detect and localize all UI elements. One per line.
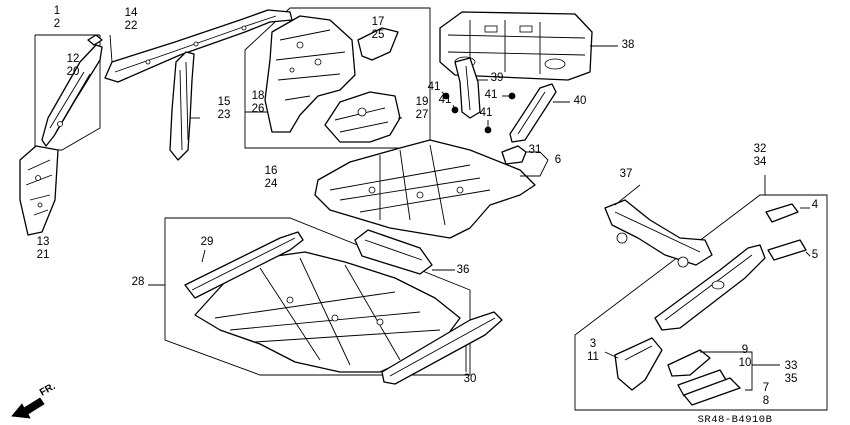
front-direction-indicator: FR. [11, 381, 58, 419]
frame-wheelhouse-group [244, 7, 431, 149]
callout-c-9-10-line-0: 9 [742, 344, 748, 356]
part-bracket-31 [501, 145, 527, 165]
leader-lines [109, 34, 811, 391]
part-bracket-3-11 [614, 337, 663, 391]
part-bracket-5 [767, 239, 807, 261]
callout-c-3-11-line-0: 3 [590, 338, 596, 350]
callout-c-15-23-line-1: 23 [218, 109, 231, 121]
callout-c-32-34-line-0: 32 [754, 143, 767, 155]
callout-c-41-c-line-0: 41 [485, 89, 498, 101]
part-brace-39 [454, 57, 481, 119]
callout-c-39-line-0: 39 [491, 72, 504, 84]
callout-c-7-8-line-1: 8 [763, 395, 769, 407]
callout-c-17-25-line-1: 25 [372, 29, 385, 41]
callout-c-19-27-line-1: 27 [416, 109, 429, 121]
callout-c-15-23-line-0: 15 [218, 96, 231, 108]
callout-c-31-line-0: 31 [529, 144, 542, 156]
part-front-pillar [41, 34, 103, 147]
callout-c-41-b-line-0: 41 [439, 94, 452, 106]
frame-rear-frame-group [574, 194, 828, 411]
frame-floor-group [164, 217, 471, 376]
callout-c-18-26-line-0: 18 [252, 90, 265, 102]
callout-c-36-line-0: 36 [457, 264, 470, 276]
callout-c-30-line-0: 30 [464, 373, 477, 385]
callout-c-3-11-line-1: 11 [587, 351, 599, 363]
callout-c-13-21-line-0: 13 [37, 236, 50, 248]
callout-c-14-22-line-0: 14 [125, 7, 138, 19]
front-arrow-icon [11, 397, 45, 419]
part-lower-front-pillar [19, 145, 59, 236]
part-bracket-9-10 [667, 349, 711, 377]
group-frames [34, 7, 828, 411]
callout-c-29-line-0: 29 [201, 236, 214, 248]
callout-c-17-25-line-0: 17 [372, 16, 385, 28]
callout-c-9-10-line-1: 10 [739, 357, 752, 369]
callout-c-7-8-line-0: 7 [763, 382, 769, 394]
callout-c-14-22-line-1: 22 [125, 20, 138, 32]
callout-c-1-2-line-0: 1 [54, 5, 60, 17]
callout-c-40-line-0: 40 [574, 95, 587, 107]
callout-c-41-a-line-0: 41 [428, 81, 441, 93]
callout-c-37-line-0: 37 [620, 168, 633, 180]
direction-label: FR. [38, 381, 58, 399]
callout-c-1-2-line-1: 2 [54, 18, 60, 30]
callout-c-12-20-line-0: 12 [67, 53, 80, 65]
drawing-code: SR48-B4910B [698, 414, 773, 425]
callout-c-16-24-line-1: 24 [265, 178, 278, 190]
callout-c-13-21-line-1: 21 [37, 249, 50, 261]
part-crossmember-36 [354, 229, 433, 275]
part-bracket-33-35 [683, 377, 741, 406]
part-bracket-4 [765, 203, 799, 223]
callout-c-41-d-line-0: 41 [480, 107, 493, 119]
callout-c-19-27-line-0: 19 [416, 96, 429, 108]
part-rear-floor [314, 139, 536, 239]
callout-c-33-35-line-1: 35 [785, 373, 798, 385]
part-side-sill-30 [381, 311, 503, 385]
callout-c-33-35-line-0: 33 [785, 360, 798, 372]
part-center-pillar [169, 51, 195, 161]
callout-c-18-26-line-1: 26 [252, 103, 265, 115]
part-rear-wheelhouse [264, 15, 399, 133]
part-rear-subframe [604, 199, 713, 268]
part-side-sill-29 [184, 231, 304, 299]
part-roof-side-rail [104, 9, 293, 83]
part-brace-40 [509, 83, 557, 143]
part-rear-frame [654, 244, 766, 331]
callout-c-4-line-0: 4 [812, 199, 819, 211]
callout-c-28-line-0: 28 [132, 276, 145, 288]
callout-c-5-line-0: 5 [812, 249, 818, 261]
callout-c-32-34-line-1: 34 [754, 156, 767, 168]
callout-c-12-20-line-1: 20 [67, 66, 80, 78]
callout-c-16-24-line-0: 16 [265, 165, 278, 177]
part-wheelhouse-inner [324, 91, 401, 143]
callout-c-6-line-0: 6 [555, 154, 561, 166]
callout-c-38-line-0: 38 [622, 39, 635, 51]
